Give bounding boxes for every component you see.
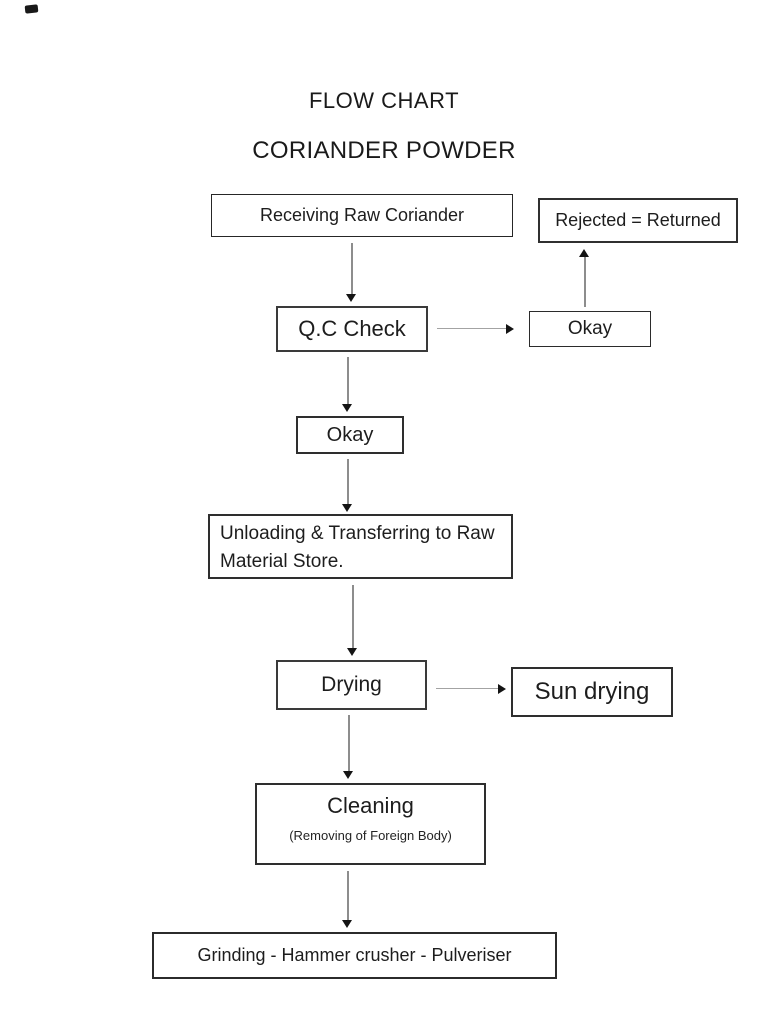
arrow-head-icon: [347, 648, 357, 656]
node-label: Q.C Check: [298, 316, 406, 341]
arrow-qc-check-to-okay-right: [437, 323, 514, 335]
arrow-okay-center-to-unloading: [342, 459, 354, 512]
arrow-head-icon: [579, 249, 589, 257]
arrow-line: [347, 459, 349, 505]
arrow-drying-to-cleaning: [343, 715, 355, 779]
node-rejected-returned: Rejected = Returned: [538, 198, 738, 243]
node-label-line2: Material Store.: [220, 551, 344, 572]
arrow-head-icon: [342, 920, 352, 928]
node-label: Drying: [321, 673, 382, 696]
arrow-head-icon: [506, 324, 514, 334]
node-label: Okay: [326, 423, 374, 446]
arrow-unloading-to-drying: [347, 585, 359, 656]
arrow-head-icon: [346, 294, 356, 302]
arrow-line: [347, 871, 349, 921]
node-label: Cleaning: [327, 793, 414, 818]
arrow-head-icon: [498, 684, 506, 694]
node-drying: Drying: [276, 660, 427, 710]
page-subtitle: CORIANDER POWDER: [252, 137, 516, 164]
arrow-line: [437, 328, 507, 330]
arrow-drying-to-sun-drying: [436, 683, 506, 695]
arrow-cleaning-to-grinding: [342, 871, 354, 928]
node-label: Receiving Raw Coriander: [259, 205, 465, 225]
node-cleaning: Cleaning (Removing of Foreign Body): [255, 783, 486, 865]
arrow-head-icon: [343, 771, 353, 779]
arrow-line: [436, 688, 499, 690]
node-unloading-transferring: Unloading & Transferring to Raw Material…: [208, 514, 513, 579]
node-label: Sun drying: [534, 678, 650, 705]
node-label: Grinding - Hammer crusher - Pulveriser: [197, 945, 512, 965]
arrow-receiving-to-qc-check: [346, 243, 358, 302]
page-corner-mark: [24, 4, 39, 14]
arrow-line: [584, 256, 586, 307]
arrow-qc-check-to-okay-center: [342, 357, 354, 412]
arrow-head-icon: [342, 504, 352, 512]
node-qc-check: Q.C Check: [276, 306, 428, 352]
node-receiving-raw-coriander: Receiving Raw Coriander: [211, 194, 513, 237]
node-label: Okay: [567, 318, 613, 339]
arrow-line: [348, 715, 350, 772]
arrow-line: [352, 585, 354, 649]
node-label-line1: Unloading & Transferring to Raw: [220, 523, 495, 544]
arrow-okay-right-to-rejected: [579, 249, 591, 307]
arrow-line: [347, 357, 349, 405]
node-sun-drying: Sun drying: [511, 667, 673, 717]
arrow-line: [351, 243, 353, 295]
node-okay-center: Okay: [296, 416, 404, 454]
arrow-head-icon: [342, 404, 352, 412]
page-title: FLOW CHART: [308, 88, 460, 113]
node-label: Rejected = Returned: [555, 210, 721, 230]
node-okay-right: Okay: [529, 311, 651, 347]
node-grinding-hammer-pulveriser: Grinding - Hammer crusher - Pulveriser: [152, 932, 557, 979]
node-sublabel: (Removing of Foreign Body): [289, 828, 452, 843]
